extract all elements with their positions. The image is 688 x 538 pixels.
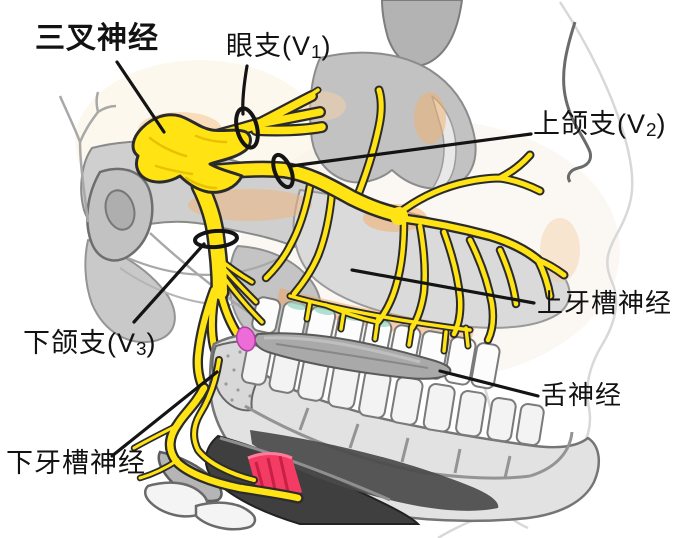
label-ophthalmic-post: ) xyxy=(321,31,332,61)
maxillary-trunk xyxy=(203,160,408,225)
leader-ophthalmic xyxy=(241,64,249,116)
label-mandibular-sub: 3 xyxy=(136,339,147,361)
label-ophthalmic: 眼支(V1) xyxy=(226,33,332,63)
nose-contour xyxy=(562,21,592,183)
label-ophthalmic-pre: 眼支(V xyxy=(226,31,311,61)
leader-superior-alveolar xyxy=(350,268,536,305)
label-mandibular: 下颌支(V3) xyxy=(23,330,157,360)
label-lingual: 舌神经 xyxy=(541,380,623,410)
inferior-alveolar-nerve xyxy=(130,356,304,504)
leader-trigeminal xyxy=(115,60,166,134)
label-ophthalmic-sub: 1 xyxy=(311,42,322,64)
leader-mandibular xyxy=(132,242,206,324)
leader-maxillary xyxy=(289,132,533,168)
trigeminal-ganglion xyxy=(131,113,252,194)
leader-lingual xyxy=(438,369,540,398)
label-maxillary-sub: 2 xyxy=(646,120,657,142)
leader-lines xyxy=(110,60,540,458)
label-inferior-alveolar: 下牙槽神经 xyxy=(6,448,146,478)
label-mandibular-pre: 下颌支(V xyxy=(23,328,136,358)
ring-v3 xyxy=(193,228,239,250)
label-maxillary: 上颌支(V2) xyxy=(533,111,667,141)
ear xyxy=(86,167,154,262)
pink-highlight xyxy=(236,326,256,352)
tongue xyxy=(253,332,452,380)
ring-v2 xyxy=(271,152,295,190)
label-trigeminal: 三叉神经 xyxy=(35,22,159,55)
label-superior-alveolar: 上牙槽神经 xyxy=(537,288,673,318)
hyoid-bone xyxy=(144,481,257,531)
maxillary-nerve-v2 xyxy=(261,85,569,355)
label-mandibular-post: ) xyxy=(146,328,157,358)
leader-inferior-alveolar xyxy=(110,370,219,458)
label-maxillary-pre: 上颌支(V xyxy=(533,109,646,139)
label-maxillary-post: ) xyxy=(656,109,667,139)
